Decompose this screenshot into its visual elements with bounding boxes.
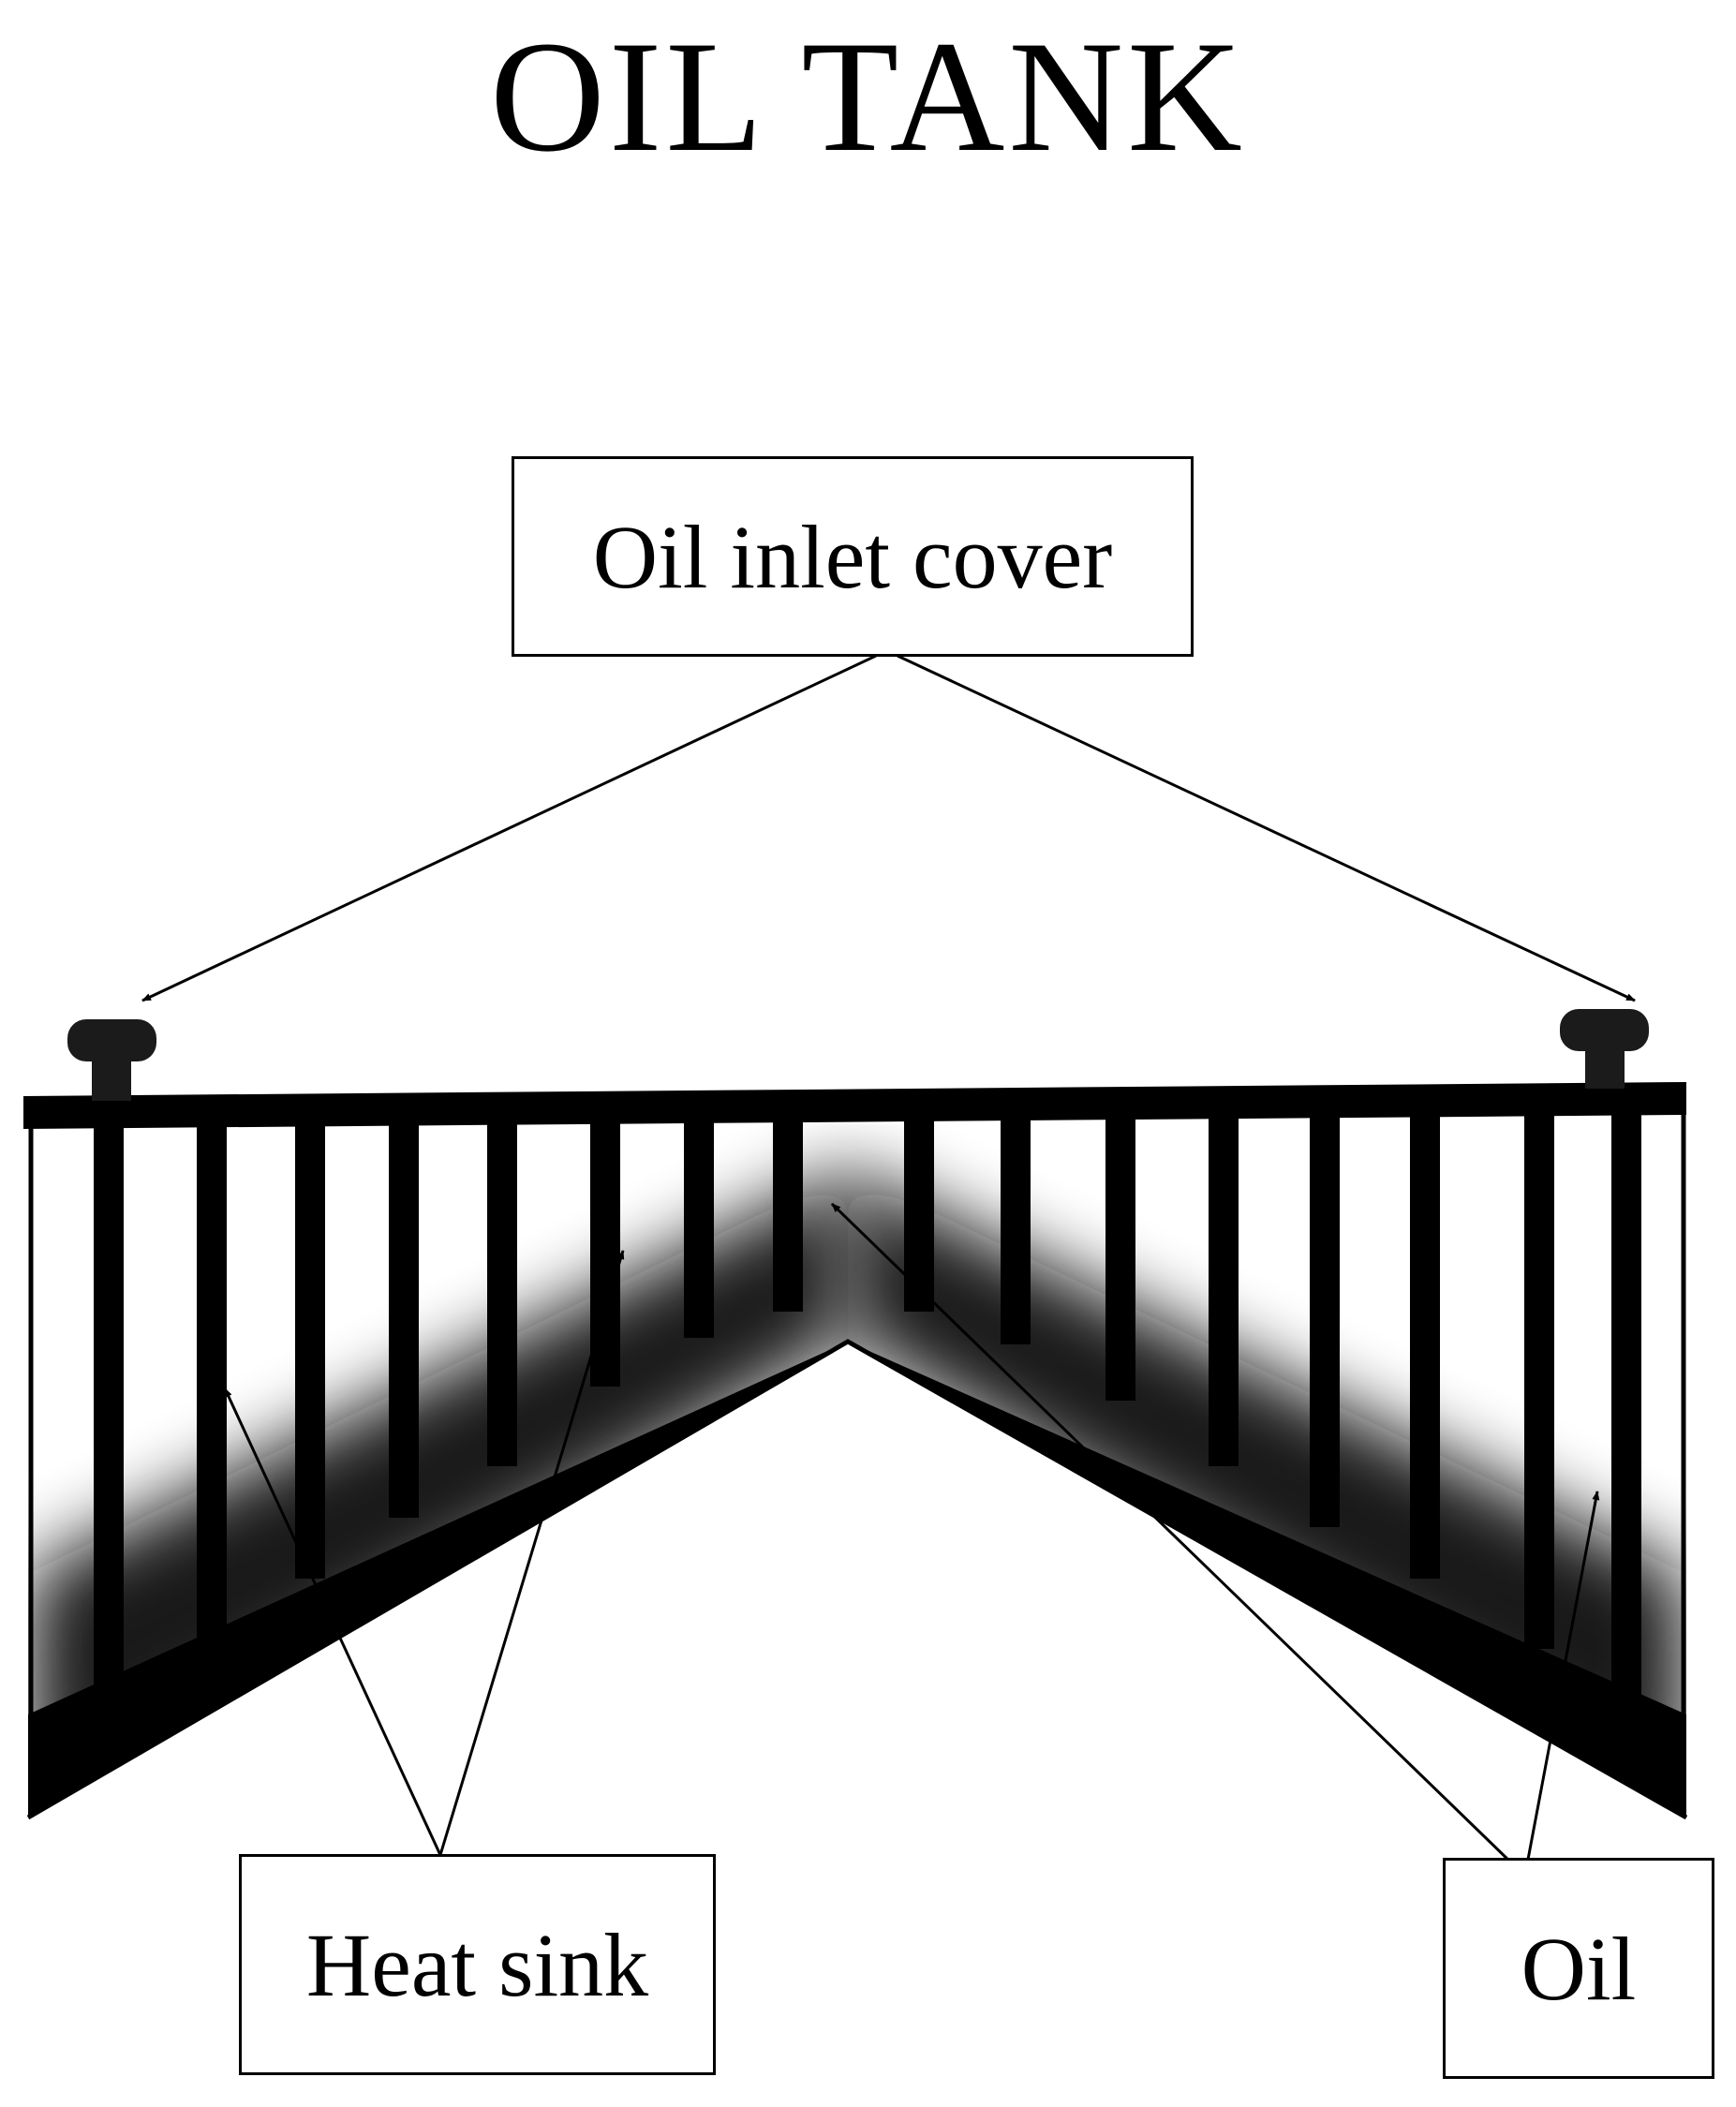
heat-sink-fin: [295, 1115, 325, 1579]
label-oil-inlet-cover: Oil inlet cover: [512, 456, 1194, 657]
pointer-heat-sink-left: [223, 1387, 442, 1856]
heat-sink-fin: [1209, 1115, 1239, 1466]
heat-sink-fin: [197, 1115, 227, 1649]
heat-sink-fin: [1524, 1115, 1554, 1649]
label-oil: Oil: [1443, 1858, 1714, 2079]
heat-sink-fins: [94, 1115, 1641, 1696]
heat-sink-fin: [904, 1115, 934, 1312]
pointer-cover-left: [141, 654, 877, 1002]
heat-sink-fin: [1105, 1115, 1135, 1401]
tank-outline: [26, 1101, 1688, 1820]
heat-sink-fin: [684, 1115, 714, 1338]
diagram-title: OIL TANK: [490, 8, 1246, 185]
heat-sink-fin: [1611, 1115, 1641, 1696]
heat-sink-fin: [773, 1115, 803, 1312]
pointer-oil-right: [1525, 1491, 1600, 1865]
heat-sink-fin: [389, 1115, 419, 1518]
label-oil-inlet-cover-text: Oil inlet cover: [592, 506, 1113, 607]
pointer-cover-right: [897, 654, 1636, 1002]
tank-top-bar: [23, 1082, 1686, 1129]
heat-sink-fin: [1410, 1115, 1440, 1579]
label-oil-text: Oil: [1521, 1918, 1637, 2019]
heat-sink-fin: [94, 1115, 124, 1696]
heat-sink-fin: [487, 1115, 517, 1466]
label-heat-sink: Heat sink: [239, 1854, 716, 2075]
heat-sink-fin: [1001, 1115, 1031, 1344]
label-heat-sink-text: Heat sink: [305, 1914, 649, 2015]
oil-inlet-cap-left: [67, 1019, 156, 1101]
oil-inlet-cap-right: [1560, 1009, 1649, 1089]
pointer-heat-sink-right: [438, 1250, 625, 1856]
heat-sink-fin: [1310, 1115, 1340, 1527]
pointer-oil-center: [830, 1202, 1515, 1866]
